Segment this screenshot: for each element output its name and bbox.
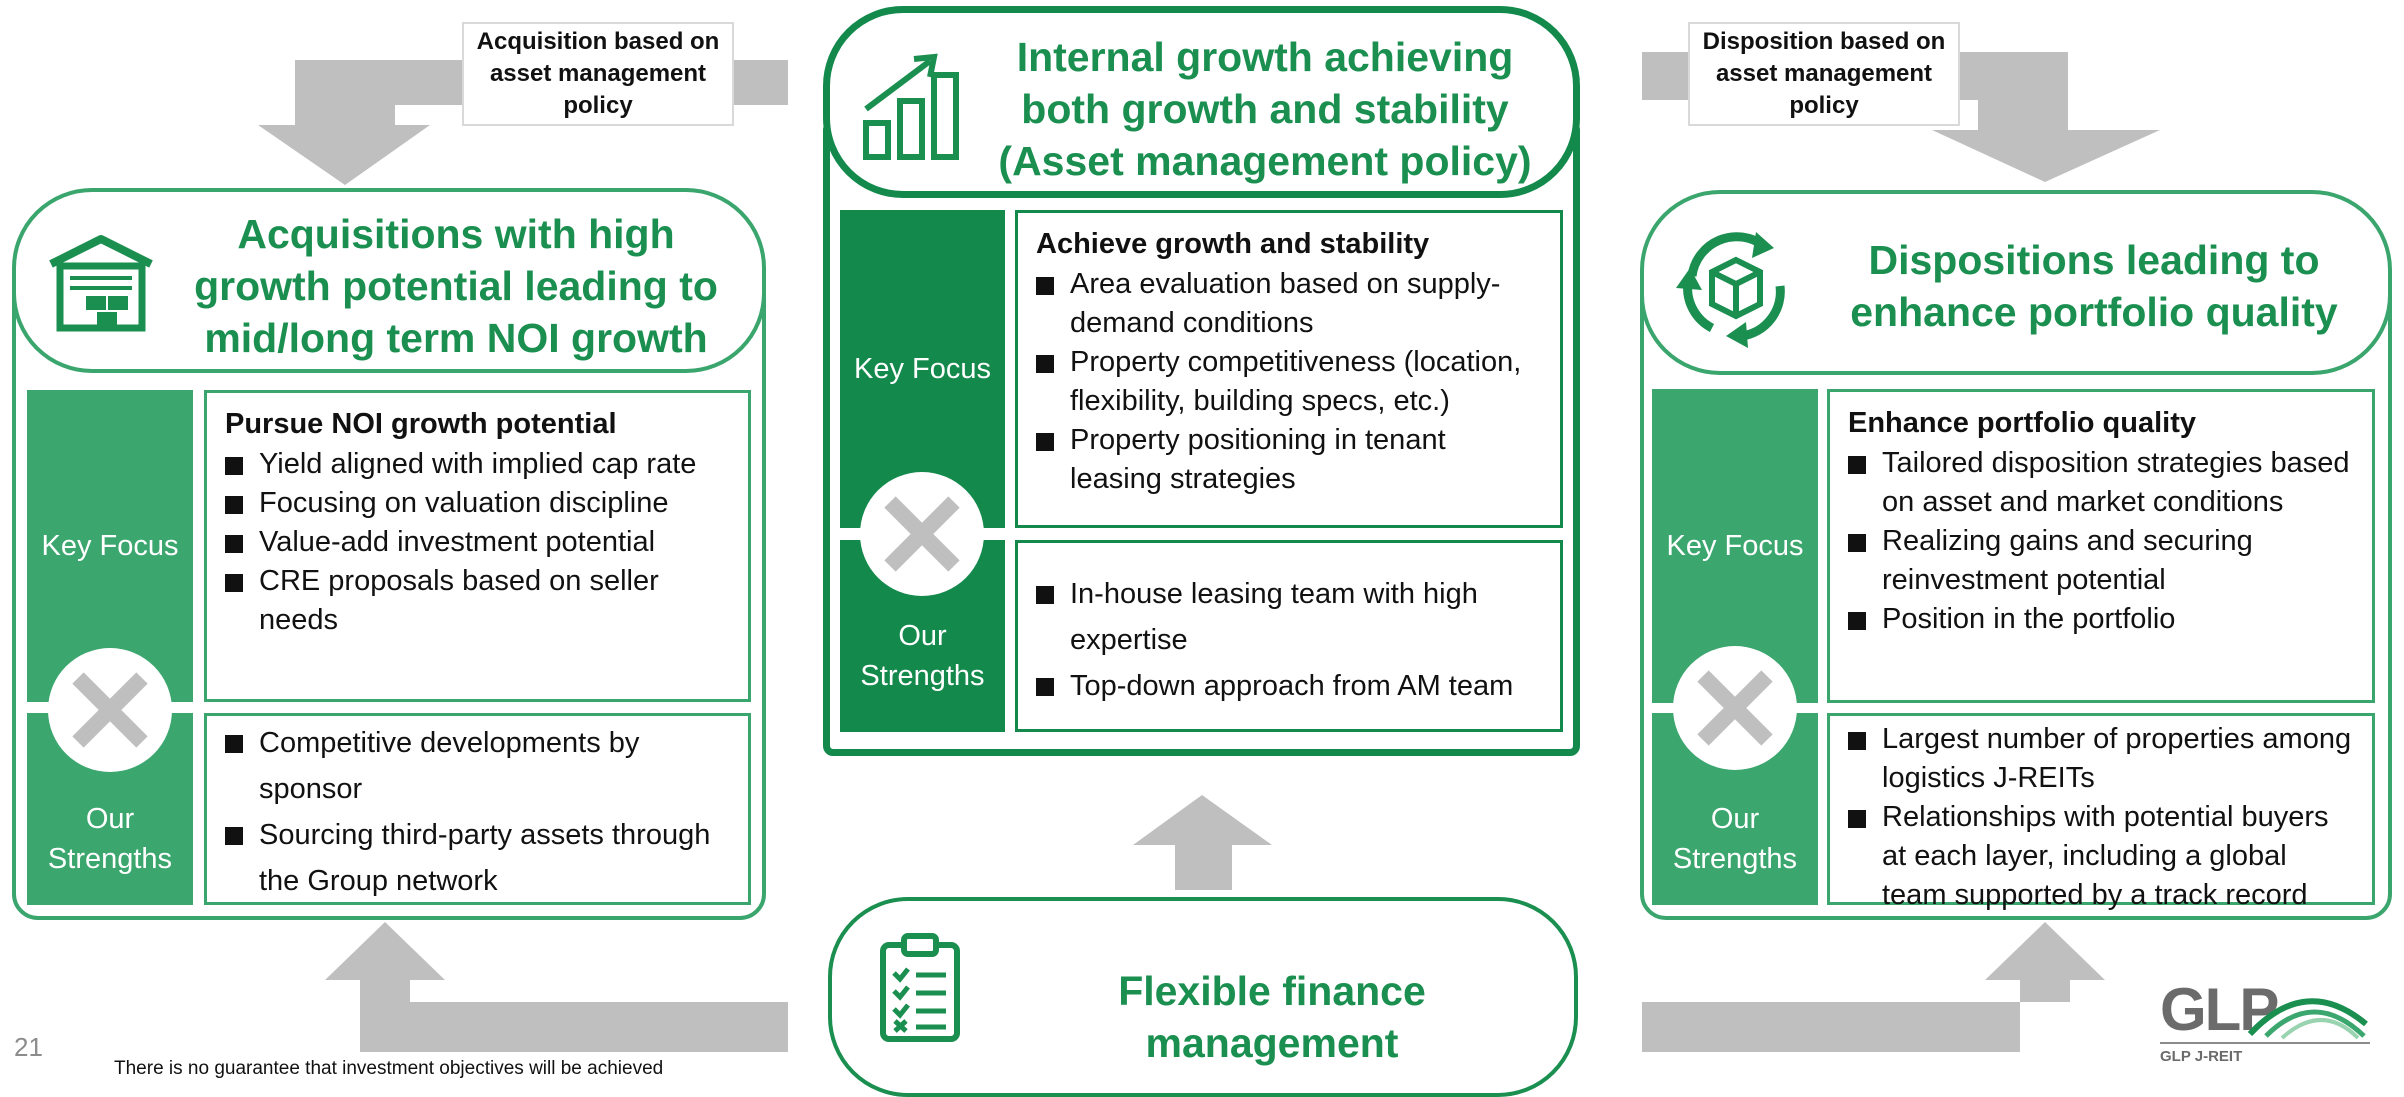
left-focus-heading: Pursue NOI growth potential — [225, 408, 617, 440]
dispositions-title-pill: Dispositions leading to enhance portfoli… — [1640, 190, 2392, 375]
glp-logo-rule — [2160, 1042, 2370, 1044]
list-item: Focusing on valuation discipline — [225, 484, 730, 523]
cross-icon — [1697, 670, 1773, 746]
right-strengths-text: Our Strengths — [1672, 803, 1798, 875]
list-item: Largest number of properties among logis… — [1848, 720, 2354, 798]
left-focus-box: Pursue NOI growth potential Yield aligne… — [204, 390, 751, 702]
list-item: Position in the portfolio — [1848, 600, 2354, 639]
center-key-focus-text: Key Focus — [854, 353, 991, 385]
center-focus-list: Area evaluation based on supply-demand c… — [1036, 265, 1542, 499]
list-item: Property positioning in tenant leasing s… — [1036, 421, 1542, 499]
page-number: 21 — [14, 1032, 43, 1062]
disclaimer: There is no guarantee that investment ob… — [114, 1058, 664, 1079]
finance-title: Flexible finance management — [1118, 968, 1426, 1066]
right-strengths-list: Largest number of properties among logis… — [1848, 720, 2354, 915]
glp-logo: GLP GLP J-REIT — [2160, 980, 2370, 1070]
list-item: In-house leasing team with high expertis… — [1036, 571, 1542, 663]
arrow-finance-left — [325, 922, 788, 1052]
list-item: Yield aligned with implied cap rate — [225, 445, 730, 484]
cross-icon — [72, 672, 148, 748]
right-cross-badge — [1673, 646, 1797, 770]
internal-growth-title-pill: Internal growth achieving both growth an… — [823, 6, 1580, 198]
finance-pill: Flexible finance management — [828, 897, 1578, 1097]
acquisitions-title: Acquisitions with high growth potential … — [194, 211, 718, 361]
right-key-focus-text: Key Focus — [1666, 530, 1804, 562]
list-item: Competitive developments by sponsor — [225, 720, 730, 812]
arrow-finance-up — [1133, 795, 1272, 890]
cross-icon — [884, 496, 960, 572]
clipboard-checklist-icon — [880, 933, 960, 1042]
left-strengths-text: Our Strengths — [47, 803, 173, 875]
right-focus-heading: Enhance portfolio quality — [1848, 407, 2197, 439]
glp-logo-wordmark: GLP — [2160, 976, 2279, 1043]
list-item: Tailored disposition strategies based on… — [1848, 444, 2354, 522]
right-focus-list: Tailored disposition strategies based on… — [1848, 444, 2354, 639]
list-item: Value-add investment potential — [225, 523, 730, 562]
warehouse-icon — [49, 235, 153, 332]
left-strengths-box: Competitive developments by sponsor Sour… — [204, 713, 751, 905]
center-strengths-text: Our Strengths — [860, 620, 985, 692]
center-focus-heading: Achieve growth and stability — [1036, 228, 1430, 260]
center-focus-box: Achieve growth and stability Area evalua… — [1015, 210, 1563, 528]
list-item: Area evaluation based on supply-demand c… — [1036, 265, 1542, 343]
center-strengths-box: In-house leasing team with high expertis… — [1015, 540, 1563, 732]
glp-logo-subtitle: GLP J-REIT — [2160, 1048, 2243, 1065]
acquisition-flow-label: Acquisition based on asset management po… — [462, 22, 734, 126]
dispositions-title: Dispositions leading to enhance portfoli… — [1850, 237, 2338, 335]
growth-chart-icon — [863, 53, 959, 160]
left-cross-badge — [48, 648, 172, 772]
left-key-focus-text: Key Focus — [41, 530, 179, 562]
right-strengths-box: Largest number of properties among logis… — [1827, 713, 2375, 911]
disposition-flow-label: Disposition based on asset management po… — [1688, 22, 1960, 126]
acquisitions-title-pill: Acquisitions with high growth potential … — [12, 188, 766, 373]
list-item: Top-down approach from AM team — [1036, 663, 1542, 709]
list-item: Realizing gains and securing reinvestmen… — [1848, 522, 2354, 600]
list-item: Relationships with potential buyers at e… — [1848, 798, 2354, 915]
glp-logo-swoosh — [2247, 998, 2368, 1040]
list-item: CRE proposals based on seller needs — [225, 562, 730, 640]
left-strengths-list: Competitive developments by sponsor Sour… — [225, 720, 730, 904]
list-item: Sourcing third-party assets through the … — [225, 812, 730, 904]
center-strengths-list: In-house leasing team with high expertis… — [1036, 571, 1542, 709]
recycle-box-icon — [1676, 232, 1785, 348]
arrow-finance-right — [1642, 922, 2105, 1052]
list-item: Property competitiveness (location, flex… — [1036, 343, 1542, 421]
right-focus-box: Enhance portfolio quality Tailored dispo… — [1827, 389, 2375, 703]
internal-growth-title: Internal growth achieving both growth an… — [998, 34, 1532, 184]
left-focus-list: Yield aligned with implied cap rate Focu… — [225, 445, 730, 640]
center-cross-badge — [860, 472, 984, 596]
